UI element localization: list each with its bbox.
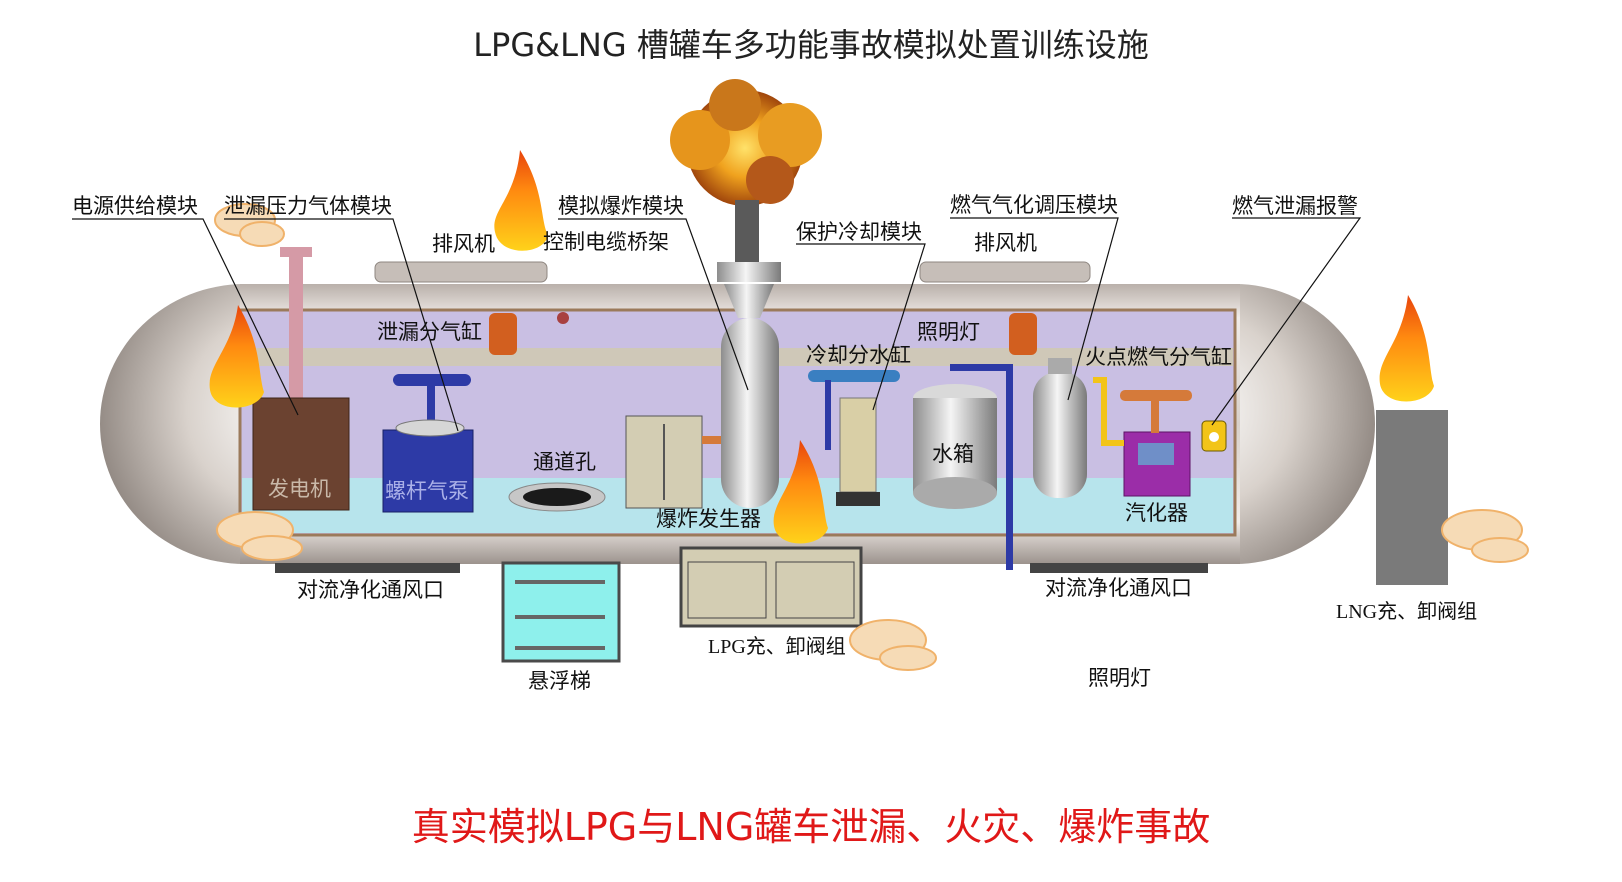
page-subtitle: 真实模拟LPG与LNG罐车泄漏、火灾、爆炸事故 [411, 805, 1211, 849]
cabinet-pipe [702, 436, 724, 444]
callout-protect-cool-module: 保护冷却模块 [796, 220, 922, 244]
lng-valve-pillar [1376, 410, 1448, 585]
cooling-pump-body [839, 397, 877, 493]
small-valve [557, 312, 569, 324]
light-icon-left [489, 313, 517, 355]
label-exhaust-fan-left: 排风机 [432, 232, 495, 256]
screw-pump-dish [395, 419, 465, 437]
explosion-generator-body [721, 318, 779, 508]
exhaust-fan-right-shape [919, 261, 1091, 283]
cooling-pipe-a [825, 380, 831, 450]
label-explosion-generator: 爆炸发生器 [656, 507, 761, 531]
label-vaporizer: 汽化器 [1125, 501, 1188, 525]
chimney-cap [280, 247, 312, 257]
light-icon-right [1009, 313, 1037, 355]
label-water-tank: 水箱 [932, 442, 974, 466]
callout-power-module: 电源供给模块 [72, 194, 198, 218]
explosion-chimney [717, 262, 781, 282]
label-lng-valves: LNG充、卸阀组 [1336, 601, 1478, 623]
water-tank-bottom [913, 477, 997, 509]
vent-left-bar [275, 563, 460, 573]
water-pipe-horizontal [950, 364, 1012, 371]
vaporizer-screen [1138, 443, 1174, 465]
callout-gas-regulate-module: 燃气气化调压模块 [950, 193, 1118, 217]
label-ignition-manifold: 火点燃气分气缸 [1085, 345, 1232, 369]
label-vent-right: 对流净化通风口 [1045, 576, 1192, 600]
callout-explosion-module: 模拟爆炸模块 [558, 194, 684, 218]
label-screw-pump: 螺杆气泵 [385, 479, 469, 503]
screw-pump-box [382, 429, 474, 513]
flame-icon [209, 150, 1434, 544]
ladder-box [501, 561, 621, 663]
smoke-cloud-icon [214, 203, 1529, 671]
vent-right-bar [1030, 563, 1208, 573]
label-cooling-manifold: 冷却分水缸 [806, 343, 911, 367]
label-manhole: 通道孔 [533, 450, 596, 474]
screw-pump-stem [427, 384, 435, 424]
label-vent-left: 对流净化通风口 [297, 578, 444, 602]
callout-gas-leak-alarm: 燃气泄漏报警 [1232, 194, 1358, 218]
page-title: LPG&LNG 槽罐车多功能事故模拟处置训练设施 [473, 26, 1149, 64]
generator-box [252, 397, 350, 511]
callout-leaders [72, 217, 1362, 432]
yellow-gas-pipe [1093, 377, 1124, 446]
fireball-icon [670, 79, 822, 262]
chimney-pipe [289, 255, 303, 400]
gas-cylinder-neck [1048, 358, 1072, 374]
cooling-pump-base [836, 492, 880, 506]
explosion-funnel [724, 284, 774, 318]
label-generator: 发电机 [268, 477, 331, 501]
label-leak-manifold: 泄漏分气缸 [377, 320, 482, 344]
label-lighting-outer: 照明灯 [1088, 666, 1151, 690]
vaporizer-stem [1151, 399, 1159, 433]
label-cable-tray: 控制电缆桥架 [543, 230, 669, 254]
gas-cylinder-body [1033, 372, 1087, 498]
callout-leak-pressure-module: 泄漏压力气体模块 [224, 194, 392, 218]
label-exhaust-fan-right: 排风机 [974, 231, 1037, 255]
label-ladder: 悬浮梯 [528, 669, 591, 693]
screw-pump-handle [393, 374, 471, 386]
cooling-manifold-bar [808, 370, 900, 382]
manhole-hole [523, 488, 591, 506]
vaporizer-handle [1120, 390, 1192, 401]
label-lighting-inner: 照明灯 [917, 320, 980, 344]
label-lpg-valves: LPG充、卸阀组 [708, 636, 846, 658]
water-pipe-vertical [1006, 364, 1013, 570]
exhaust-fan-left-shape [374, 261, 548, 283]
